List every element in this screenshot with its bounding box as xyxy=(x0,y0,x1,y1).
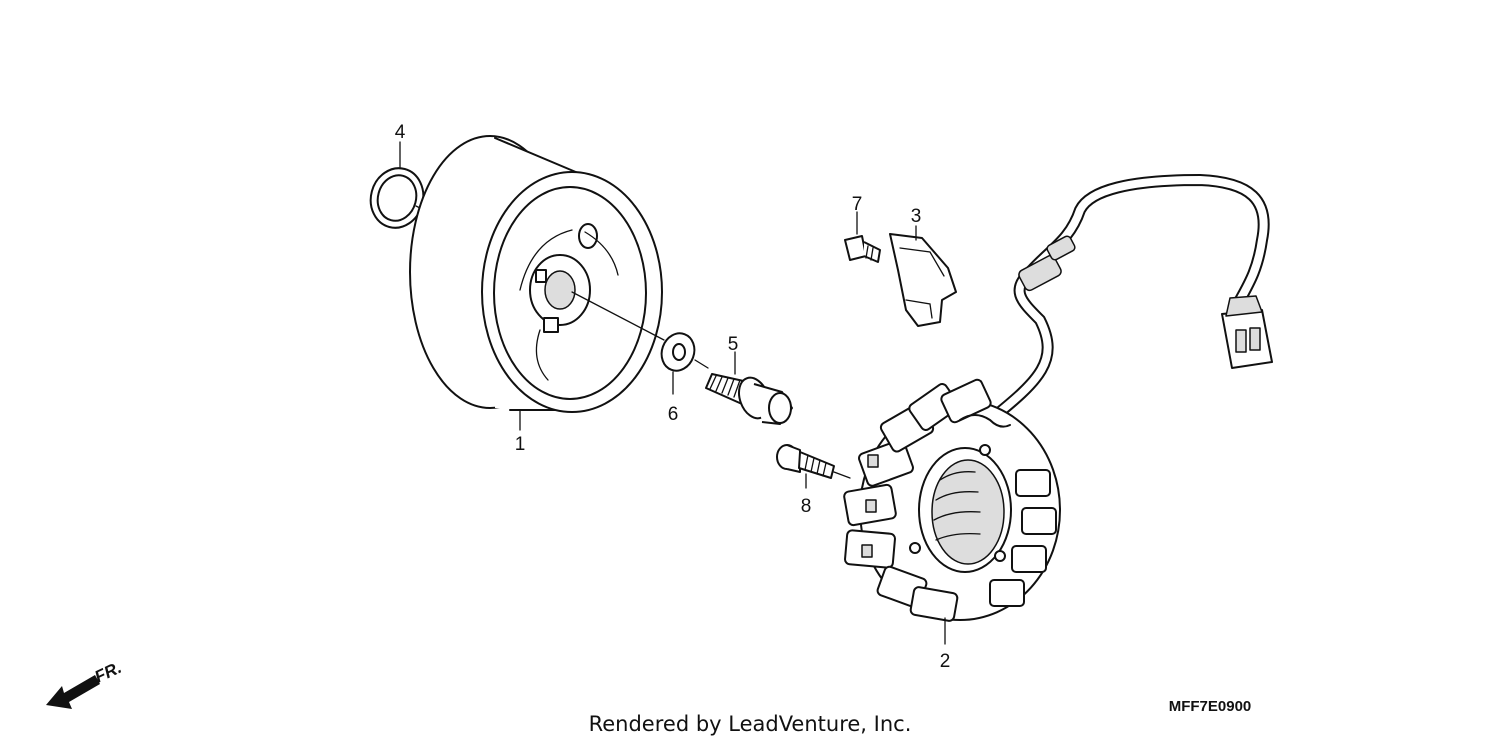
part-8-socket-bolt xyxy=(776,444,835,479)
part-1-flywheel xyxy=(409,135,663,413)
callout-7: 7 xyxy=(852,194,863,215)
center-line-8 xyxy=(833,471,851,479)
part-2-stator xyxy=(843,173,1273,622)
callout-6: 6 xyxy=(668,404,679,425)
callout-2: 2 xyxy=(940,651,951,672)
part-6-washer xyxy=(660,332,696,372)
part-3-wire-clamp-plate xyxy=(889,233,957,327)
callout-5: 5 xyxy=(728,334,739,355)
front-direction-arrow-icon xyxy=(46,675,100,709)
render-credit: Rendered by LeadVenture, Inc. xyxy=(589,712,912,736)
center-line-1 xyxy=(571,291,665,341)
callout-3: 3 xyxy=(911,206,922,227)
center-line-6 xyxy=(694,359,709,369)
callout-1: 1 xyxy=(515,434,526,455)
part-7-small-bolt xyxy=(844,235,881,263)
part-5-flange-bolt xyxy=(705,373,793,425)
callout-4: 4 xyxy=(395,122,406,143)
diagram-code: MFF7E0900 xyxy=(1169,698,1252,715)
callout-8: 8 xyxy=(801,496,812,517)
